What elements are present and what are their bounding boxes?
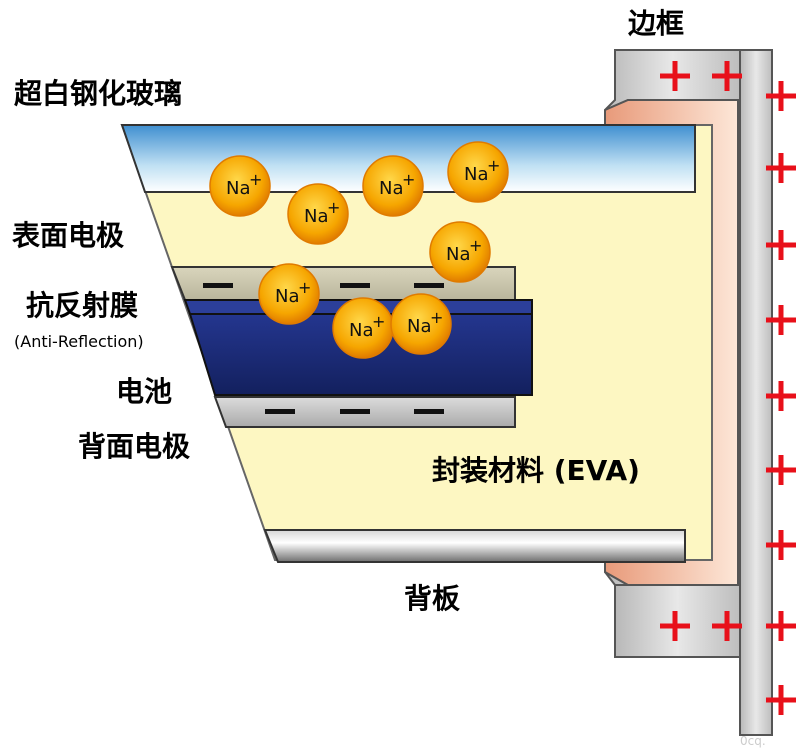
frame-spine bbox=[739, 49, 773, 736]
label-ar-film-en: (Anti-Reflection) bbox=[14, 332, 144, 351]
ion-label: Na bbox=[464, 164, 489, 185]
watermark: 0cq. bbox=[740, 734, 766, 748]
label-glass: 超白钢化玻璃 bbox=[14, 77, 183, 110]
positive-sign bbox=[766, 230, 796, 260]
ion-charge: + bbox=[249, 170, 262, 189]
positive-sign bbox=[660, 611, 690, 641]
negative-charges bbox=[203, 283, 444, 414]
ion-label: Na bbox=[304, 206, 329, 227]
positive-sign bbox=[712, 611, 742, 641]
positive-sign bbox=[766, 81, 796, 111]
ion-circle bbox=[287, 183, 349, 245]
ion-circle bbox=[447, 141, 509, 203]
ion-label: Na bbox=[226, 178, 251, 199]
ion-charge: + bbox=[402, 170, 415, 189]
sodium-ions: Na+Na+Na+Na+Na+Na+Na+Na+ bbox=[209, 141, 509, 359]
ion-circle bbox=[429, 221, 491, 283]
ion-charge: + bbox=[327, 198, 340, 217]
ion-charge: + bbox=[298, 278, 311, 297]
label-front-electrode: 表面电极 bbox=[12, 219, 125, 252]
ion-circle bbox=[258, 263, 320, 325]
negative-sign bbox=[414, 409, 444, 414]
positive-sign bbox=[766, 611, 796, 641]
label-frame: 边框 bbox=[628, 7, 685, 40]
sodium-ion: Na+ bbox=[287, 183, 349, 245]
positive-sign bbox=[766, 153, 796, 183]
negative-sign bbox=[414, 283, 444, 288]
positive-charges bbox=[660, 61, 796, 715]
negative-sign bbox=[265, 409, 295, 414]
positive-sign bbox=[766, 455, 796, 485]
label-ar-film: 抗反射膜 bbox=[26, 289, 139, 322]
negative-sign bbox=[203, 283, 233, 288]
ion-charge: + bbox=[430, 308, 443, 327]
positive-sign bbox=[660, 61, 690, 91]
ion-label: Na bbox=[379, 178, 404, 199]
label-encapsulant: 封装材料 (EVA) bbox=[432, 454, 640, 487]
positive-sign bbox=[766, 305, 796, 335]
sodium-ion: Na+ bbox=[209, 155, 271, 217]
label-back-electrode: 背面电极 bbox=[78, 430, 191, 463]
ion-charge: + bbox=[487, 156, 500, 175]
ion-label: Na bbox=[446, 244, 471, 265]
positive-sign bbox=[712, 61, 742, 91]
sodium-ion: Na+ bbox=[447, 141, 509, 203]
ion-charge: + bbox=[469, 236, 482, 255]
negative-sign bbox=[340, 283, 370, 288]
backsheet bbox=[263, 529, 686, 563]
positive-sign bbox=[766, 381, 796, 411]
ion-label: Na bbox=[275, 286, 300, 307]
ion-circle bbox=[209, 155, 271, 217]
negative-sign bbox=[340, 409, 370, 414]
sodium-ion: Na+ bbox=[390, 293, 452, 355]
positive-sign bbox=[766, 685, 796, 715]
ion-circle bbox=[390, 293, 452, 355]
ion-label: Na bbox=[407, 316, 432, 337]
sodium-ion: Na+ bbox=[332, 297, 394, 359]
sodium-ion: Na+ bbox=[258, 263, 320, 325]
sodium-ion: Na+ bbox=[362, 155, 424, 217]
sodium-ion: Na+ bbox=[429, 221, 491, 283]
ion-circle bbox=[362, 155, 424, 217]
ion-charge: + bbox=[372, 312, 385, 331]
label-backsheet: 背板 bbox=[404, 582, 461, 615]
label-cell: 电池 bbox=[116, 375, 173, 408]
ion-label: Na bbox=[349, 320, 374, 341]
positive-sign bbox=[766, 530, 796, 560]
